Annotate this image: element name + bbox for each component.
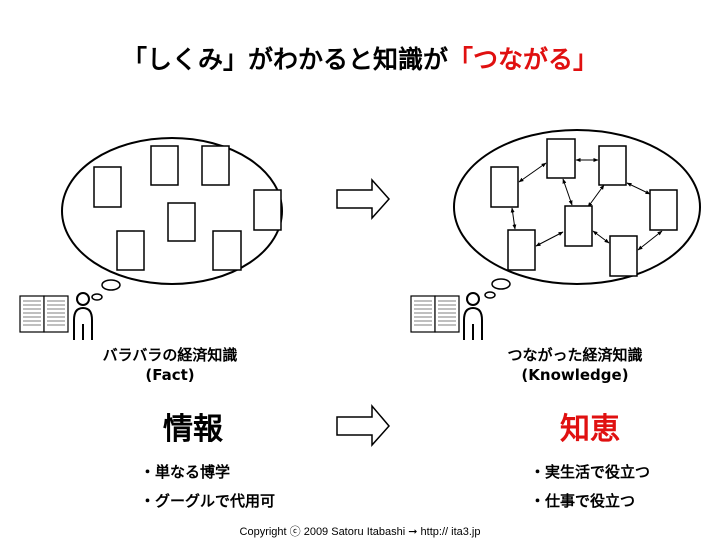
fact-cards (93, 145, 282, 271)
right-caption-line1: つながった経済知識 (507, 346, 643, 364)
person-icon (463, 292, 483, 340)
right-bullet: ・実生活で役立つ (530, 463, 651, 481)
connection-arrows (510, 158, 663, 251)
knowledge-card (598, 145, 627, 186)
right-bullet: ・仕事で役立つ (530, 492, 636, 510)
left-caption: バラバラの経済知識 (Fact) (100, 345, 240, 385)
left-caption-line1: バラバラの経済知識 (102, 346, 238, 364)
knowledge-card (564, 205, 593, 247)
title-highlight: 「つながる」 (448, 45, 599, 74)
knowledge-card (609, 235, 638, 277)
knowledge-cards (490, 138, 678, 277)
right-label: 知恵 (560, 412, 620, 447)
fact-card (93, 166, 122, 208)
title-prefix: 「しくみ」がわかると知識が (121, 45, 448, 74)
fact-card (212, 230, 242, 271)
fact-card (116, 230, 145, 271)
fact-card (167, 202, 196, 242)
right-arrow-icon (336, 403, 390, 447)
slide-title: 「しくみ」がわかると知識が「つながる」 (0, 40, 720, 76)
left-bullet: ・単なる博学 (140, 463, 231, 481)
left-caption-line2: (Fact) (145, 366, 195, 384)
knowledge-card (490, 166, 519, 208)
footer-copyright: Copyright ⓒ 2009 Satoru Itabashi ➞ http:… (239, 526, 481, 538)
right-arrow-icon (336, 178, 391, 220)
left-bullet: ・グーグルで代用可 (140, 492, 276, 510)
knowledge-card (649, 189, 678, 231)
knowledge-card (507, 229, 536, 271)
left-label: 情報 (163, 412, 223, 447)
person-icon (73, 292, 93, 340)
fact-card (150, 145, 179, 186)
left-bullets: ・単なる博学 ・グーグルで代用可 (140, 458, 275, 516)
right-caption-line2: (Knowledge) (521, 366, 629, 384)
right-bullets: ・実生活で役立つ ・仕事で役立つ (530, 458, 650, 516)
right-caption: つながった経済知識 (Knowledge) (495, 345, 655, 385)
knowledge-card (546, 138, 576, 179)
open-book-icon (19, 295, 69, 333)
fact-card (201, 145, 230, 186)
open-book-icon (410, 295, 460, 333)
fact-card (253, 189, 282, 231)
